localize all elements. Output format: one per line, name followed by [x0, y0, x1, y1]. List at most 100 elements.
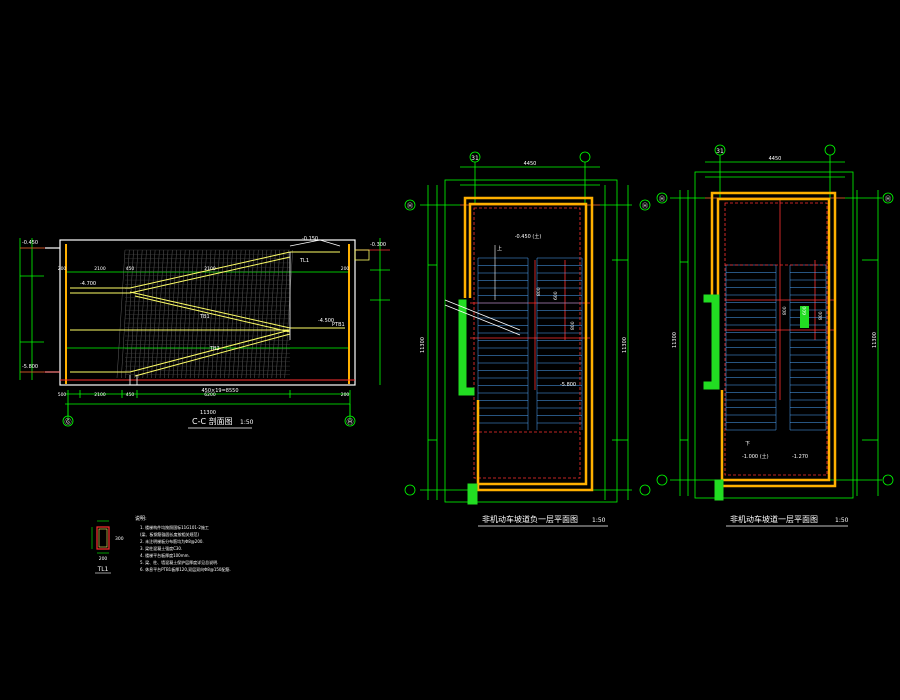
- hatch-line: [241, 249, 250, 379]
- notes-line-4: 4. 楼梯平台板厚度100mm.: [140, 552, 190, 558]
- hatch-line: [134, 249, 143, 379]
- plan-b1: 31 Ⓗ Ⓗ 4450 -0.450 (土) -5.800 上 11300 11…: [404, 151, 651, 527]
- plan-b1-ramp-line: [444, 299, 521, 331]
- notes-line-6: 6. 休息平台PTB1板厚120,双层双向Φ8@150配筋.: [140, 566, 231, 572]
- plan-b1-walls: [463, 196, 594, 492]
- plan-b1-elev: -0.450 (土): [515, 233, 542, 240]
- hatch-line: [146, 249, 156, 379]
- detail-tl1: 200 300 TL1: [91, 520, 124, 574]
- plan-b1-width-top: 4450: [524, 161, 537, 167]
- plan-b1-ramp-line-2: [444, 304, 521, 336]
- section-axis-right: Ⓗ: [347, 418, 354, 426]
- hatch-line: [258, 249, 268, 379]
- hatch-line: [280, 249, 289, 379]
- section-ramps: [70, 251, 345, 377]
- plan-b1-mid-dim-2: 800: [570, 321, 576, 330]
- hatch-line: [159, 249, 169, 379]
- section-elev-small: -0.150: [302, 236, 318, 242]
- section-scale: 1:50: [240, 419, 254, 426]
- section-elev-right-mid: -4.500: [318, 318, 334, 324]
- plan-1f: 31 Ⓗ Ⓗ 4450 -1.000 (土) -1.270 下 11300 11…: [656, 144, 894, 527]
- plan-b1-stairs: [477, 257, 583, 430]
- plan-1f-mid-dim-2: 800: [818, 311, 824, 320]
- notes-line-5: 5. 梁、柱、墙混凝土保护层厚度详见总说明.: [140, 559, 218, 565]
- dimension-text: 6200: [204, 392, 216, 398]
- section-beam-tl1: TL1: [299, 258, 309, 264]
- section-beam-tb2: TB2: [209, 346, 220, 352]
- section-side-walls: [65, 244, 350, 384]
- plan-b1-axis-right: Ⓗ: [642, 202, 648, 210]
- notes-line-0: 1. 楼梯构件均按照国标11G101-2施工: [140, 524, 209, 530]
- detail-beam-outline: [96, 526, 110, 550]
- dimension-text: 2100: [204, 266, 216, 272]
- notes-block: 说明: 1. 楼梯构件均按照国标11G101-2施工 (梁、板钢筋锚固长度按相关…: [135, 515, 231, 572]
- detail-rebar: [98, 528, 108, 548]
- notes-line-3: 3. 梁柱混凝土强度C30.: [140, 545, 182, 551]
- notes-line-1: (梁、板钢筋锚固长度按相关规范): [140, 531, 200, 537]
- plan-1f-width-top: 4450: [769, 156, 782, 162]
- section-dims-bottom: 500 2100 450 6200 200: [58, 392, 350, 398]
- section-elev-top-right: -0.300: [370, 242, 386, 248]
- section-cc: Ⓖ Ⓗ -0.450 -0.300 -4.700 -4.500 -5.800 -…: [19, 236, 390, 429]
- dimension-text: 2100: [94, 392, 106, 398]
- plan-1f-axis-left: Ⓗ: [659, 195, 665, 203]
- hatch-line: [263, 249, 272, 379]
- hatch-line: [237, 249, 246, 379]
- section-axis-bubbles: [62, 404, 356, 427]
- notes-heading: 说明:: [135, 515, 147, 522]
- section-axis-left: Ⓖ: [65, 418, 72, 426]
- hatch-line: [250, 249, 259, 379]
- section-beam-ptb1: PTB1: [332, 322, 345, 328]
- hatch-line: [168, 249, 177, 379]
- section-elev-bottom: -5.800: [22, 364, 38, 370]
- hatch-line: [181, 249, 190, 379]
- plan-b1-dashed: [473, 207, 581, 479]
- plan-b1-elev2: -5.800: [560, 382, 576, 388]
- dimension-text: 200: [341, 392, 350, 398]
- dimension-text: 200: [341, 266, 350, 272]
- notes-line-2: 2. 未注明梯板分布筋均为Φ8@200.: [140, 538, 204, 544]
- plan-1f-mid-dim-0: 800: [782, 306, 788, 315]
- section-dim-steps: 450×19=8550: [201, 388, 238, 394]
- plan-b1-axis-left: Ⓗ: [407, 202, 413, 210]
- plan-b1-mid-dim-0: 800: [536, 287, 542, 296]
- detail-label: TL1: [97, 566, 109, 573]
- plan-1f-elev: -1.000 (土): [742, 453, 769, 460]
- plan-1f-axis-right: Ⓗ: [885, 195, 891, 203]
- plan-1f-marker: [800, 306, 809, 328]
- section-elev-mid: -4.700: [80, 281, 96, 287]
- hatch-line: [151, 249, 160, 379]
- detail-height: 300: [115, 536, 124, 542]
- hatch-line: [245, 249, 255, 379]
- hatch-line: [164, 249, 173, 379]
- dimension-text: 2100: [94, 266, 106, 272]
- detail-dims: [91, 520, 109, 554]
- hatch-line: [142, 249, 151, 379]
- dimension-text: 500: [58, 392, 67, 398]
- plan-b1-axis-top: 31: [471, 155, 479, 162]
- hatch-line: [275, 249, 285, 379]
- plan-b1-scale: 1:50: [592, 517, 606, 524]
- detail-size: 200: [99, 556, 108, 562]
- plan-b1-column: [458, 299, 478, 505]
- dimension-text: 450: [126, 266, 135, 272]
- plan-1f-mid-dim-1: 600: [802, 306, 808, 315]
- plan-1f-walls: [710, 191, 837, 488]
- dimension-text: 200: [58, 266, 67, 272]
- section-title: C-C 剖面图: [192, 416, 233, 426]
- dimension-text: 450: [126, 392, 135, 398]
- plan-1f-vdim-left: 11300: [672, 332, 678, 348]
- section-dims-top: 200 2100 450 2100 200: [58, 266, 350, 272]
- plan-1f-axis-top: 31: [716, 148, 724, 155]
- plan-1f-dashed: [724, 202, 828, 476]
- hatch-line: [271, 249, 280, 379]
- plan-b1-axes: [460, 204, 600, 390]
- hatch-line: [284, 249, 293, 379]
- plan-1f-down: 下: [745, 441, 750, 447]
- plan-b1-title: 非机动车坡道负一层平面图: [482, 514, 578, 524]
- plan-1f-column: [703, 294, 724, 501]
- plan-1f-vdim-right: 11300: [872, 332, 878, 348]
- section-ramp-edges: [129, 252, 291, 385]
